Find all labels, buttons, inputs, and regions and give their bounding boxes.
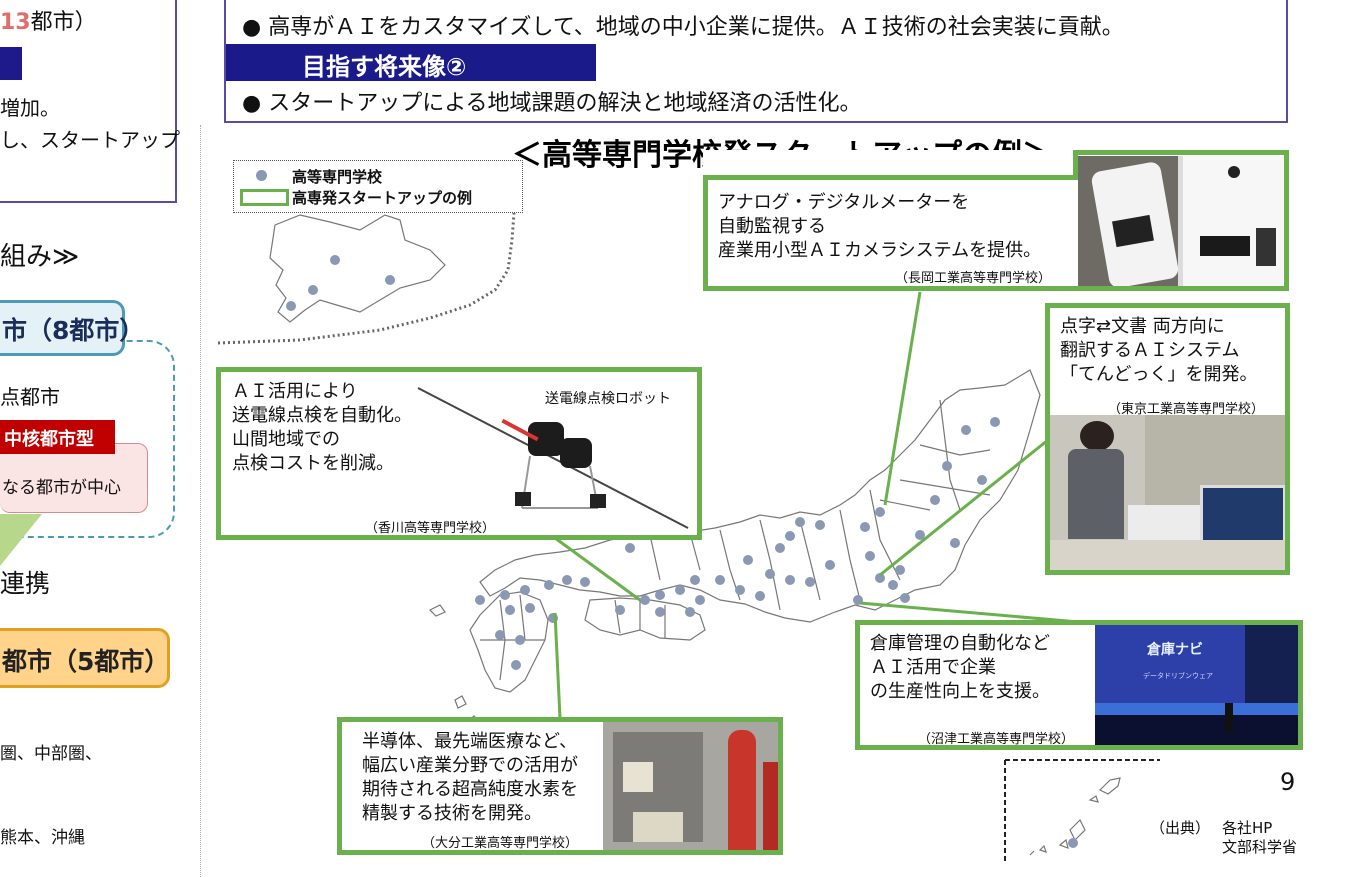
numazu-screen-sub: データドリブンウェア: [1143, 672, 1213, 680]
city-count-suffix: 都市）: [30, 10, 97, 35]
region-text-2: 熊本、沖縄: [0, 828, 85, 848]
core-city-tag: 中核都市型: [0, 420, 115, 454]
kagawa-line-3: 山間地域での: [232, 429, 340, 450]
hub-city-text: 点都市: [0, 385, 60, 409]
kosen-dots: [286, 255, 1078, 848]
oita-photo: [603, 722, 778, 850]
map-legend: [233, 160, 523, 213]
future-vision-box: [224, 0, 1288, 123]
nagaoka-line-3: 産業用小型ＡＩカメラシステムを提供。: [718, 240, 1042, 261]
numazu-photo: 倉庫ナビ データドリブンウェア: [1095, 625, 1298, 745]
vision-bullet-2: ● スタートアップによる地域課題の解決と地域経済の活性化。: [242, 91, 862, 116]
kagawa-robot-image: [417, 387, 689, 529]
city-type-label: 市（8都市）: [0, 300, 144, 356]
source-2: 文部科学省: [1222, 838, 1298, 856]
tokyo-line-1: 点字⇄文書 両方向に: [1060, 316, 1225, 337]
kagawa-source: （香川高等専門学校）: [365, 521, 496, 536]
startup-text: し、スタートアップ: [0, 128, 180, 152]
left-info-box: [0, 0, 177, 203]
oita-source: （大分工業高等専門学校）: [422, 836, 579, 851]
numazu-line-1: 倉庫管理の自動化など: [870, 633, 1050, 654]
startup-legend-icon: [240, 189, 289, 206]
oita-line-4: 精製する技術を開発。: [362, 803, 542, 824]
numazu-line-2: ＡＩ活用で企業: [870, 657, 996, 678]
callout-kagawa: [216, 367, 702, 540]
kagawa-line-2: 送電線点検を自動化。: [232, 405, 412, 426]
green-arrow-shape: [0, 514, 42, 566]
tokyo-line-2: 翻訳するＡＩシステム: [1060, 340, 1240, 361]
city-count-number: 13: [0, 10, 31, 35]
nagaoka-photo: [1078, 156, 1283, 286]
center-city-box: なる都市が中心: [0, 443, 148, 513]
source-label: （出典）: [1150, 819, 1211, 837]
increase-text: 増加。: [0, 96, 60, 120]
nagaoka-line-2: 自動監視する: [718, 216, 826, 237]
numazu-screen-title: 倉庫ナビ: [1147, 642, 1203, 658]
goal-2-label: 目指す将来像②: [226, 44, 596, 81]
section-heading: 組み≫: [0, 242, 80, 272]
city-count-fragment: 13都市）: [0, 4, 97, 36]
source-1: 各社HP: [1222, 819, 1273, 837]
numazu-source: （沼津工業高等専門学校）: [918, 732, 1075, 747]
tokyo-line-3: 「てんどっく」を開発。: [1060, 364, 1258, 385]
kagawa-line-1: ＡＩ活用により: [232, 381, 358, 402]
page-number: 9: [1280, 768, 1296, 796]
orange-city-label: 都市（5都市）: [0, 628, 170, 688]
collab-text: 連携: [0, 569, 51, 598]
tokyo-photo: [1050, 415, 1285, 570]
tokyo-source: （東京工業高等専門学校）: [1108, 402, 1265, 417]
oita-line-3: 期待される超高純度水素を: [362, 779, 578, 800]
numazu-line-3: の生産性向上を支援。: [870, 681, 1050, 702]
nagaoka-tab-cut: [703, 150, 1078, 180]
oita-line-2: 幅広い産業分野での活用が: [362, 755, 578, 776]
nagaoka-line-1: アナログ・デジタルメーターを: [718, 192, 970, 213]
legend-startup: 高専発スタートアップの例: [292, 189, 473, 207]
oita-line-1: 半導体、最先端医療など、: [362, 731, 578, 752]
kosen-dot-legend-icon: [256, 170, 267, 181]
kagawa-robot-label: 送電線点検ロボット: [545, 391, 671, 407]
column-divider: [200, 125, 201, 877]
vision-bullet-1: ● 高専がＡＩをカスタマイズして、地域の中小企業に提供。ＡＩ技術の社会実装に貢献…: [242, 15, 1124, 40]
legend-kosen: 高等専門学校: [292, 168, 383, 186]
center-city-text: なる都市が中心: [2, 478, 121, 498]
navy-header-tab: [0, 47, 22, 80]
region-text-1: 圏、中部圏、: [0, 744, 102, 764]
kagawa-line-4: 点検コストを削減。: [232, 453, 394, 474]
nagaoka-source: （長岡工業高等専門学校）: [895, 271, 1052, 286]
